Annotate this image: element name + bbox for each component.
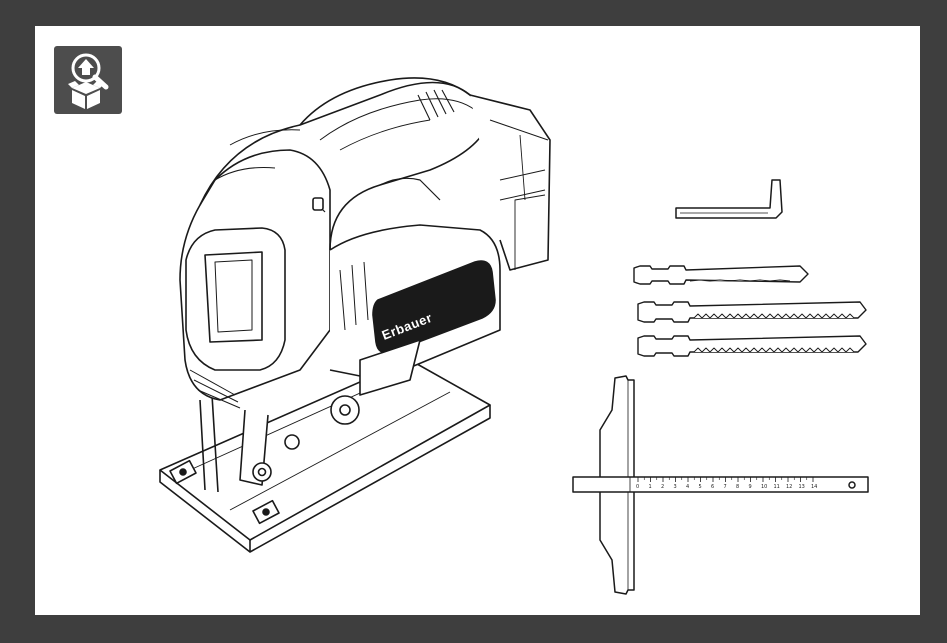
scale-label: 0 <box>636 484 639 490</box>
scale-label: 4 <box>686 484 689 490</box>
jigsaw-blade-icon <box>633 265 809 285</box>
scale-label: 11 <box>774 484 780 490</box>
scale-label: 13 <box>799 484 805 490</box>
jigsaw-icon <box>159 77 551 553</box>
hex-key-icon <box>675 179 783 219</box>
scale-label: 14 <box>811 484 817 490</box>
jigsaw-blade-icon <box>637 335 867 357</box>
scale-label: 7 <box>724 484 727 490</box>
scale-label: 2 <box>661 484 664 490</box>
scale-label: 6 <box>711 484 714 490</box>
scale-label: 8 <box>736 484 739 490</box>
scale-label: 9 <box>749 484 752 490</box>
inspect-box-contents-icon <box>68 53 109 109</box>
scale-label: 1 <box>649 484 652 490</box>
scale-label: 3 <box>674 484 677 490</box>
jigsaw-blade-icon <box>637 301 867 323</box>
badge <box>54 46 122 114</box>
scale-label: 12 <box>786 484 792 490</box>
scale-label: 5 <box>699 484 702 490</box>
parallel-guide-icon <box>572 375 869 595</box>
scale-label: 10 <box>761 484 767 490</box>
blades <box>633 265 867 357</box>
